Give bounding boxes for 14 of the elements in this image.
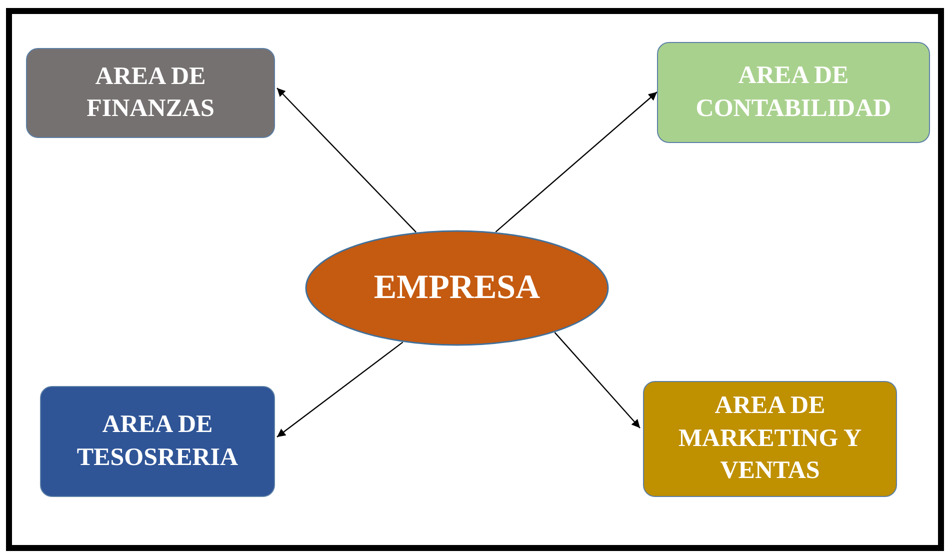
node-label: EMPRESA [372,268,542,308]
arrow [276,88,416,233]
area-box [26,48,275,138]
area-box [643,381,897,497]
node-label: AREA DE TESOSRERIA [76,410,240,472]
area-box [657,42,930,143]
node-label: AREA DE FINANZAS [86,62,216,124]
area-box [40,386,275,497]
central-ellipse [305,230,609,346]
arrow [495,92,658,232]
node-label: AREA DE CONTABILIDAD [694,61,892,124]
arrow [276,342,404,438]
node-label: AREA DE MARKETING Y VENTAS [677,391,863,486]
arrow [554,332,640,428]
